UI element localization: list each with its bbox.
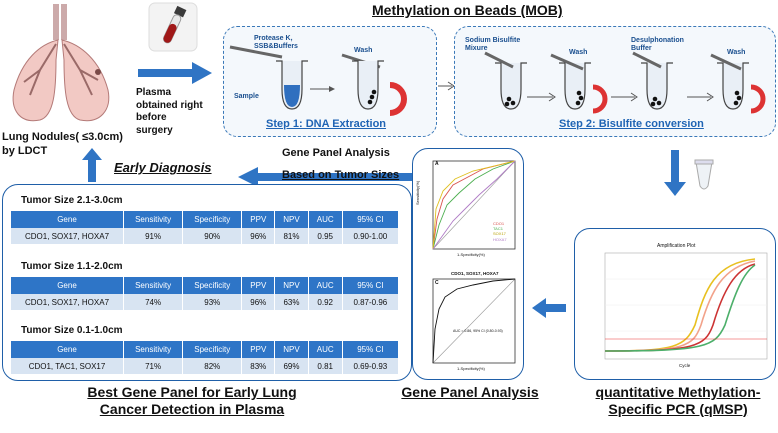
td: 74% [123,294,184,310]
step2-label: Step 2: Bisulfite conversion [559,118,704,130]
td: 91% [123,228,184,244]
th: Specificity [182,277,243,294]
th: 95% CI [342,211,400,228]
step1-panel: Protease K, SSB&Buffers Wash Sample Step… [223,26,437,137]
amp-box: Amplification Plot Cycle [574,228,776,380]
caption-qmsp: quantitative Methylation- Specific PCR (… [595,384,761,417]
roc-xlabel: 1-Specificity(%) [457,252,485,257]
table3: Gene Sensitivity Specificity PPV NPV AUC… [11,341,400,374]
caption-best: Best Gene Panel for Early Lung Cancer De… [87,384,297,417]
early-diagnosis-label: Early Diagnosis [114,160,212,175]
table2: Gene Sensitivity Specificity PPV NPV AUC… [11,277,400,310]
td: CDO1, SOX17, HOXA7 [11,228,124,244]
td: 0.95 [308,228,343,244]
th: AUC [308,211,343,228]
roc-charts [432,160,516,364]
roc-auc-text: AUC = 0.86, 95% CI (0.80-0.93) [453,329,503,333]
roc-ylabel: Sensitivity(%) [415,180,420,205]
table1-title: Tumor Size 2.1-3.0cm [21,195,123,206]
th: PPV [241,277,276,294]
step2-wash2: Wash [727,49,746,56]
lungs-illustration [0,0,120,130]
td: 0.69-0.93 [342,358,400,374]
legend-item: CDO1 [493,221,505,226]
th: Sensitivity [123,341,184,358]
th: Gene [11,277,124,294]
th: PPV [241,341,276,358]
roc-box: A CDO1 TAC1 SOX17 HOXA7 1-Specificity(%)… [412,148,524,380]
td: 96% [241,228,276,244]
arrow-down-icon [664,150,686,201]
amp-title: Amplification Plot [657,243,696,249]
gene-panel-top-line1: Gene Panel Analysis [282,147,390,159]
step1-wash: Wash [354,47,373,54]
gene-panel-top-line2: Based on Tumor Sizes [282,169,400,181]
step2-reagent2: Desulphonation Buffer [631,37,684,52]
td: 81% [274,228,309,244]
th: Specificity [182,211,243,228]
td: 93% [182,294,243,310]
th: NPV [274,277,309,294]
roc-top-letter: A [435,161,439,167]
td: 0.81 [308,358,343,374]
legend-item: HOXA7 [493,236,507,242]
tables-box: Tumor Size 2.1-3.0cm Gene Sensitivity Sp… [2,184,412,381]
th: Gene [11,211,124,228]
step2-tubes-icon [484,51,766,114]
step2-reagent1: Sodium Bisulfite Mixure [465,37,521,52]
td: 0.92 [308,294,343,310]
th: AUC [308,277,343,294]
td: 71% [123,358,184,374]
amp-xlabel: Cycle [679,363,691,368]
table2-title: Tumor Size 1.1-2.0cm [21,261,123,272]
td: CDO1, SOX17, HOXA7 [11,294,124,310]
roc-legend: CDO1 TAC1 SOX17 HOXA7 [493,221,507,242]
roc-bottom-title: CDO1, SOX17, HOXA7 [451,271,499,276]
th: NPV [274,211,309,228]
step2-panel: Sodium Bisulfite Mixure Wash Desulphonat… [454,26,776,137]
td: 90% [182,228,243,244]
th: Sensitivity [123,211,184,228]
arrow-up-icon [82,148,102,187]
th: NPV [274,341,309,358]
th: Specificity [182,341,243,358]
table3-title: Tumor Size 0.1-1.0cm [21,325,123,336]
amp-chart [604,252,768,360]
page-title: Methylation on Beads (MOB) [372,2,563,18]
arrow-left-small-icon [532,298,566,323]
th: Sensitivity [123,277,184,294]
th: AUC [308,341,343,358]
legend-item: TAC1 [493,226,503,232]
td: 83% [241,358,276,374]
td: 0.90-1.00 [342,228,400,244]
step2-wash1: Wash [569,49,588,56]
td: 0.87-0.96 [342,294,400,310]
pcr-tube-icon [692,158,716,197]
plasma-caption: Plasma obtained right before surgery [136,87,203,136]
caption-gene-panel: Gene Panel Analysis [401,384,539,400]
step1-tubes-icon [229,45,407,116]
arrow-right-icon [138,62,212,89]
table1: Gene Sensitivity Specificity PPV NPV AUC… [11,211,400,244]
td: 69% [274,358,309,374]
td: 63% [274,294,309,310]
th: Gene [11,341,124,358]
th: 95% CI [342,277,400,294]
lungs-caption: Lung Nodules( ≤3.0cm) by LDCT [2,131,123,157]
roc-bottom-xlabel: 1-Specificity(%) [457,366,485,371]
th: PPV [241,211,276,228]
arrow-left-icon [238,167,412,192]
step1-sample: Sample [234,93,259,100]
step1-reagent: Protease K, SSB&Buffers [254,35,298,50]
roc-bottom-letter: C [435,280,439,286]
td: 82% [182,358,243,374]
th: 95% CI [342,341,400,358]
blood-tube-icon [148,2,198,52]
step1-label: Step 1: DNA Extraction [266,118,387,130]
legend-item: SOX17 [493,231,506,237]
td: 96% [241,294,276,310]
td: CDO1, TAC1, SOX17 [11,358,124,374]
